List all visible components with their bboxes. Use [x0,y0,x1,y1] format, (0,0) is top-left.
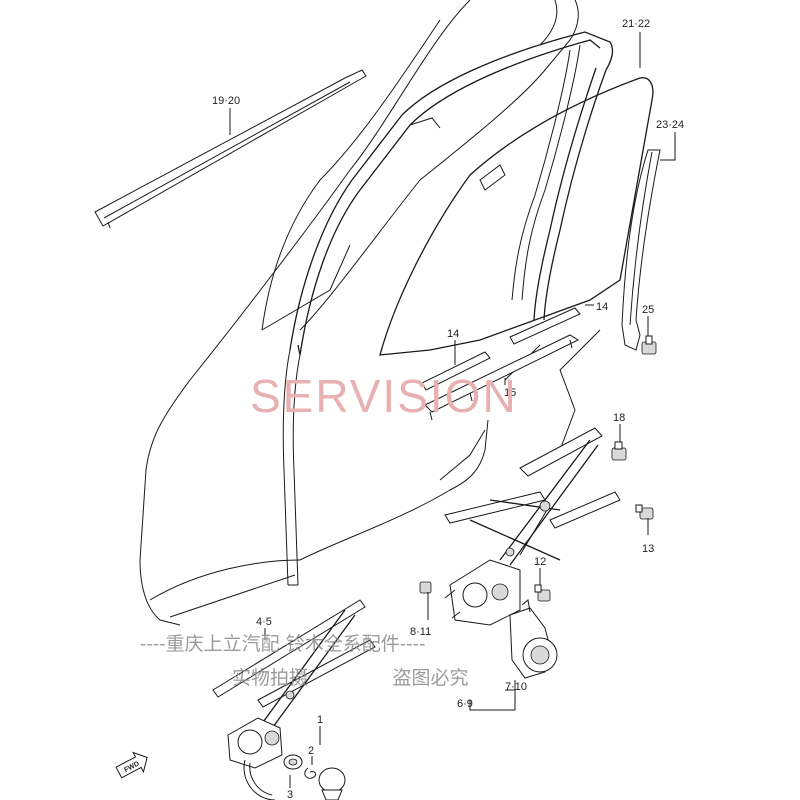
callout-23-24: 23·24 [656,119,684,131]
bolt-18 [611,441,627,461]
bolt-12 [534,584,551,602]
spring-clip-2 [304,767,317,779]
callout-3: 3 [287,789,293,800]
door-panel-outline [139,0,601,626]
window-regulator-left [212,599,376,800]
window-regulator-right [444,427,621,679]
rear-run-channel [621,149,661,351]
bolt-8-11 [419,581,432,594]
glass-channel-14-right [509,307,581,345]
forward-direction-arrow: FWD [115,751,148,779]
handle-knob-1 [318,767,346,800]
outer-weatherstrip [94,69,367,229]
watermark-servision: SERVISION [250,370,518,422]
callout-21-22: 21·22 [622,18,650,30]
callout-8-11: 8·11 [410,626,431,638]
callout-13: 13 [642,543,654,555]
callout-14-left: 14 [447,328,459,340]
door-sash-frame [282,31,614,586]
callout-15: 15 [504,387,516,399]
callout-14-right: 14 [596,301,608,313]
glass-bracket-15 [424,334,580,421]
glass-channel-14-left [421,351,491,391]
washer-3 [283,754,303,770]
leader-lines [229,32,676,788]
callout-1: 1 [317,714,323,726]
callout-4-5: 4·5 [256,616,272,628]
callout-7-10: 7·10 [505,681,527,693]
callout-18: 18 [613,412,625,424]
callout-labels: 19·20 21·22 23·24 14 14 15 25 18 13 12 8… [212,18,684,800]
callout-2: 2 [308,745,314,757]
bolt-13 [635,504,654,520]
door-glass [379,77,654,356]
callout-12: 12 [534,556,546,568]
watermark-shop-line1: ----重庆上立汽配 铃木全系配件---- [140,633,425,655]
callout-19-20: 19·20 [212,95,240,107]
callout-6-9: 6·9 [457,698,473,710]
callout-25: 25 [642,304,654,316]
watermark-shop-line2: 实物拍摄 盗图必究 [232,667,469,689]
bolt-25 [641,335,657,355]
